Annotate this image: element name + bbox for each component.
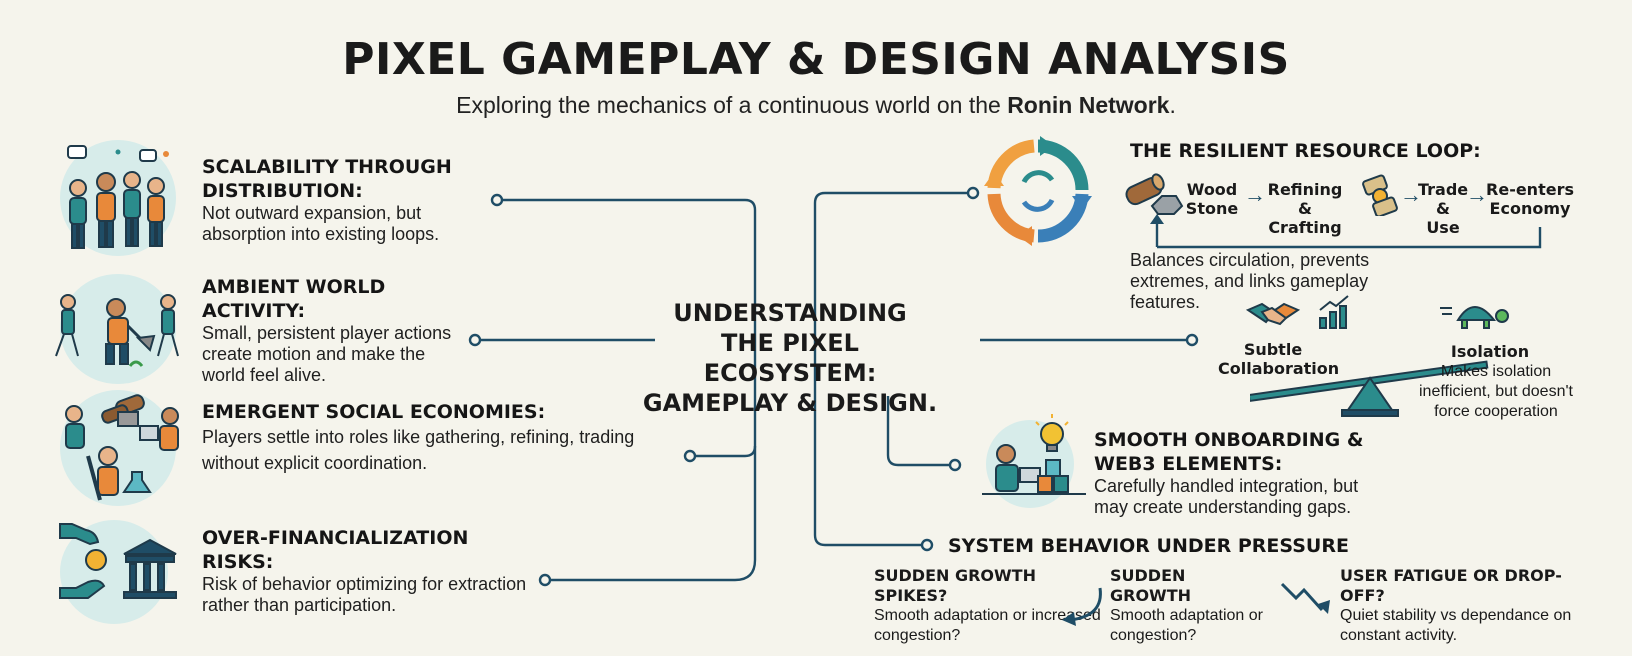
left-item-heading: SCALABILITY THROUGH DISTRIBUTION: (202, 156, 452, 202)
loop-step-reenters: Re-enters Economy (1486, 180, 1574, 218)
player-mining-icon (55, 274, 179, 384)
balance-right-text: Makes isolation inefficient, but doesn't… (1419, 363, 1573, 420)
onboarding-section: SMOOTH ONBOARDING & WEB3 ELEMENTS: Caref… (1094, 428, 1394, 518)
growth-chart-icon (1316, 292, 1352, 332)
arrow-right-icon: → (1466, 182, 1488, 207)
arrow-right-icon: → (1400, 182, 1422, 207)
pressure-item-heading: USER FATIGUE OR DROP-OFF? (1340, 566, 1562, 605)
left-item-social: EMERGENT SOCIAL ECONOMIES: Players settl… (202, 400, 662, 476)
curved-arrow-icon (1056, 584, 1106, 630)
left-item-ambient: AMBIENT WORLD ACTIVITY: Small, persisten… (202, 275, 472, 386)
pressure-item-heading: SUDDEN GROWTH SPIKES? (874, 566, 1036, 605)
pressure-item: SUDDEN GROWTH SPIKES? Smooth adaptation … (874, 566, 1104, 646)
pressure-item-text: Quiet stability vs dependance on constan… (1340, 607, 1572, 644)
handshake-icon (1246, 296, 1300, 332)
center-line-2: THE PIXEL ECOSYSTEM: (703, 329, 877, 387)
crowd-icon (60, 140, 176, 256)
subtitle-suffix: . (1169, 92, 1176, 118)
right-trunk-line (813, 191, 973, 547)
left-item-scalability: SCALABILITY THROUGH DISTRIBUTION: Not ou… (202, 155, 472, 245)
left-item-text: Risk of behavior optimizing for extracti… (202, 574, 527, 615)
loop-step-wood-stone: Wood Stone (1185, 180, 1239, 218)
pressure-item: SUDDEN GROWTH Smooth adaptation or conge… (1110, 566, 1270, 646)
right-line-onboarding (886, 396, 955, 467)
left-item-heading: AMBIENT WORLD ACTIVITY: (202, 276, 386, 322)
loop-return-line (1157, 227, 1542, 249)
lightbulb-user-icon (982, 414, 1086, 508)
pressure-item: USER FATIGUE OR DROP-OFF? Quiet stabilit… (1340, 566, 1580, 646)
loop-step-refining: Refining & Crafting (1267, 180, 1343, 237)
balance-right-label: Isolation (1450, 342, 1530, 361)
center-title: UNDERSTANDING THE PIXEL ECOSYSTEM: GAMEP… (640, 298, 940, 418)
balance-left-label: Subtle Collaboration (1218, 340, 1340, 378)
onboarding-text: Carefully handled integration, but may c… (1094, 476, 1359, 517)
roles-icon (60, 390, 179, 506)
left-item-heading: EMERGENT SOCIAL ECONOMIES: (202, 401, 546, 423)
page-subtitle: Exploring the mechanics of a continuous … (0, 92, 1632, 119)
log-stone-icon (1122, 172, 1184, 218)
onboarding-heading: SMOOTH ONBOARDING & WEB3 ELEMENTS: (1094, 429, 1364, 475)
left-item-text: Small, persistent player actions create … (202, 323, 452, 385)
center-line-1: UNDERSTANDING (673, 299, 907, 327)
left-item-text: Players settle into roles like gathering… (202, 427, 635, 473)
left-item-risks: OVER-FINANCIALIZATION RISKS: Risk of beh… (202, 526, 532, 616)
zigzag-arrow-icon (1278, 578, 1332, 618)
left-item-text: Not outward expansion, but absorption in… (202, 203, 440, 244)
left-item-heading: OVER-FINANCIALIZATION RISKS: (202, 527, 469, 573)
subtitle-text: Exploring the mechanics of a continuous … (456, 92, 1008, 118)
subtitle-network: Ronin Network (1007, 92, 1170, 118)
left-trunk-line (497, 198, 757, 582)
left-line-social (690, 445, 757, 458)
center-line-3: GAMEPLAY & DESIGN. (642, 389, 938, 417)
seesaw-icon (1250, 340, 1490, 420)
pressure-item-text: Smooth adaptation or increased congestio… (874, 607, 1101, 644)
resource-loop-text: Balances circulation, prevents extremes,… (1130, 250, 1370, 312)
loop-step-trade: Trade & Use (1418, 180, 1469, 237)
arrow-right-icon: → (1244, 182, 1266, 207)
cycle-arrows-icon (980, 132, 1096, 252)
turtle-icon (1440, 294, 1512, 334)
pressure-item-heading: SUDDEN GROWTH (1110, 566, 1192, 605)
trade-icon (1360, 172, 1400, 216)
pressure-item-text: Smooth adaptation or congestion? (1110, 607, 1263, 644)
resource-loop-heading: THE RESILIENT RESOURCE LOOP: (1130, 140, 1481, 162)
page-title: PIXEL GAMEPLAY & DESIGN ANALYSIS (342, 34, 1290, 85)
pressure-heading: SYSTEM BEHAVIOR UNDER PRESSURE (948, 535, 1349, 557)
bank-coin-icon (59, 520, 177, 624)
